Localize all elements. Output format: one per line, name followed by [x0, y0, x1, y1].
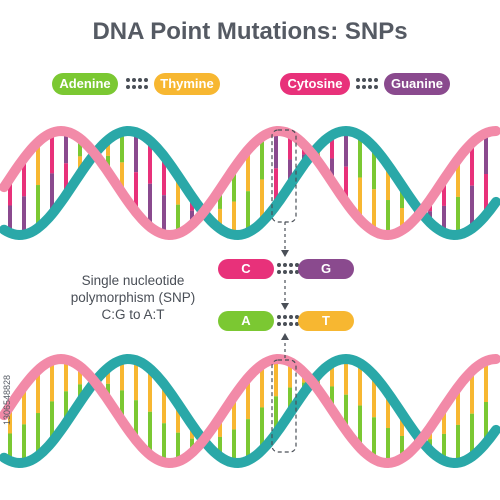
legend-thymine: Thymine	[154, 73, 220, 95]
dna-strand-pink	[0, 353, 500, 469]
dna-strand-pink	[0, 125, 500, 241]
arrow-mid-head	[281, 303, 289, 310]
dna-helix-mutated	[0, 353, 500, 469]
snp-mutated-right-base: T	[298, 311, 354, 331]
legend-cytosine: Cytosine	[280, 73, 350, 95]
snp-description-line3: C:G to A:T	[101, 307, 165, 322]
stock-watermark-id: 1306548828	[2, 374, 12, 426]
arrow-down-head	[281, 250, 289, 257]
legend-pair-dots-at	[126, 78, 150, 90]
snp-highlight-box-top	[271, 129, 297, 223]
arrow-up-head	[281, 333, 289, 340]
legend-pair-dots-cg	[356, 78, 380, 90]
snp-original-right-base: G	[298, 259, 354, 279]
page-title: DNA Point Mutations: SNPs	[92, 18, 408, 45]
dna-strand-teal	[0, 125, 500, 241]
snp-description: Single nucleotide polymorphism (SNP) C:G…	[38, 272, 228, 323]
snp-mutated-pair-dots	[277, 315, 301, 327]
snp-description-line2: polymorphism (SNP)	[70, 290, 196, 305]
dna-helix-original	[0, 125, 500, 241]
snp-description-line1: Single nucleotide	[81, 273, 185, 288]
snp-mutated-left-base: A	[218, 311, 274, 331]
dna-strand-teal	[0, 353, 500, 469]
legend-adenine: Adenine	[52, 73, 118, 95]
snp-original-left-base: C	[218, 259, 274, 279]
snp-original-pair-dots	[277, 263, 301, 275]
legend-guanine: Guanine	[384, 73, 450, 95]
snp-highlight-box-bottom	[271, 359, 297, 453]
